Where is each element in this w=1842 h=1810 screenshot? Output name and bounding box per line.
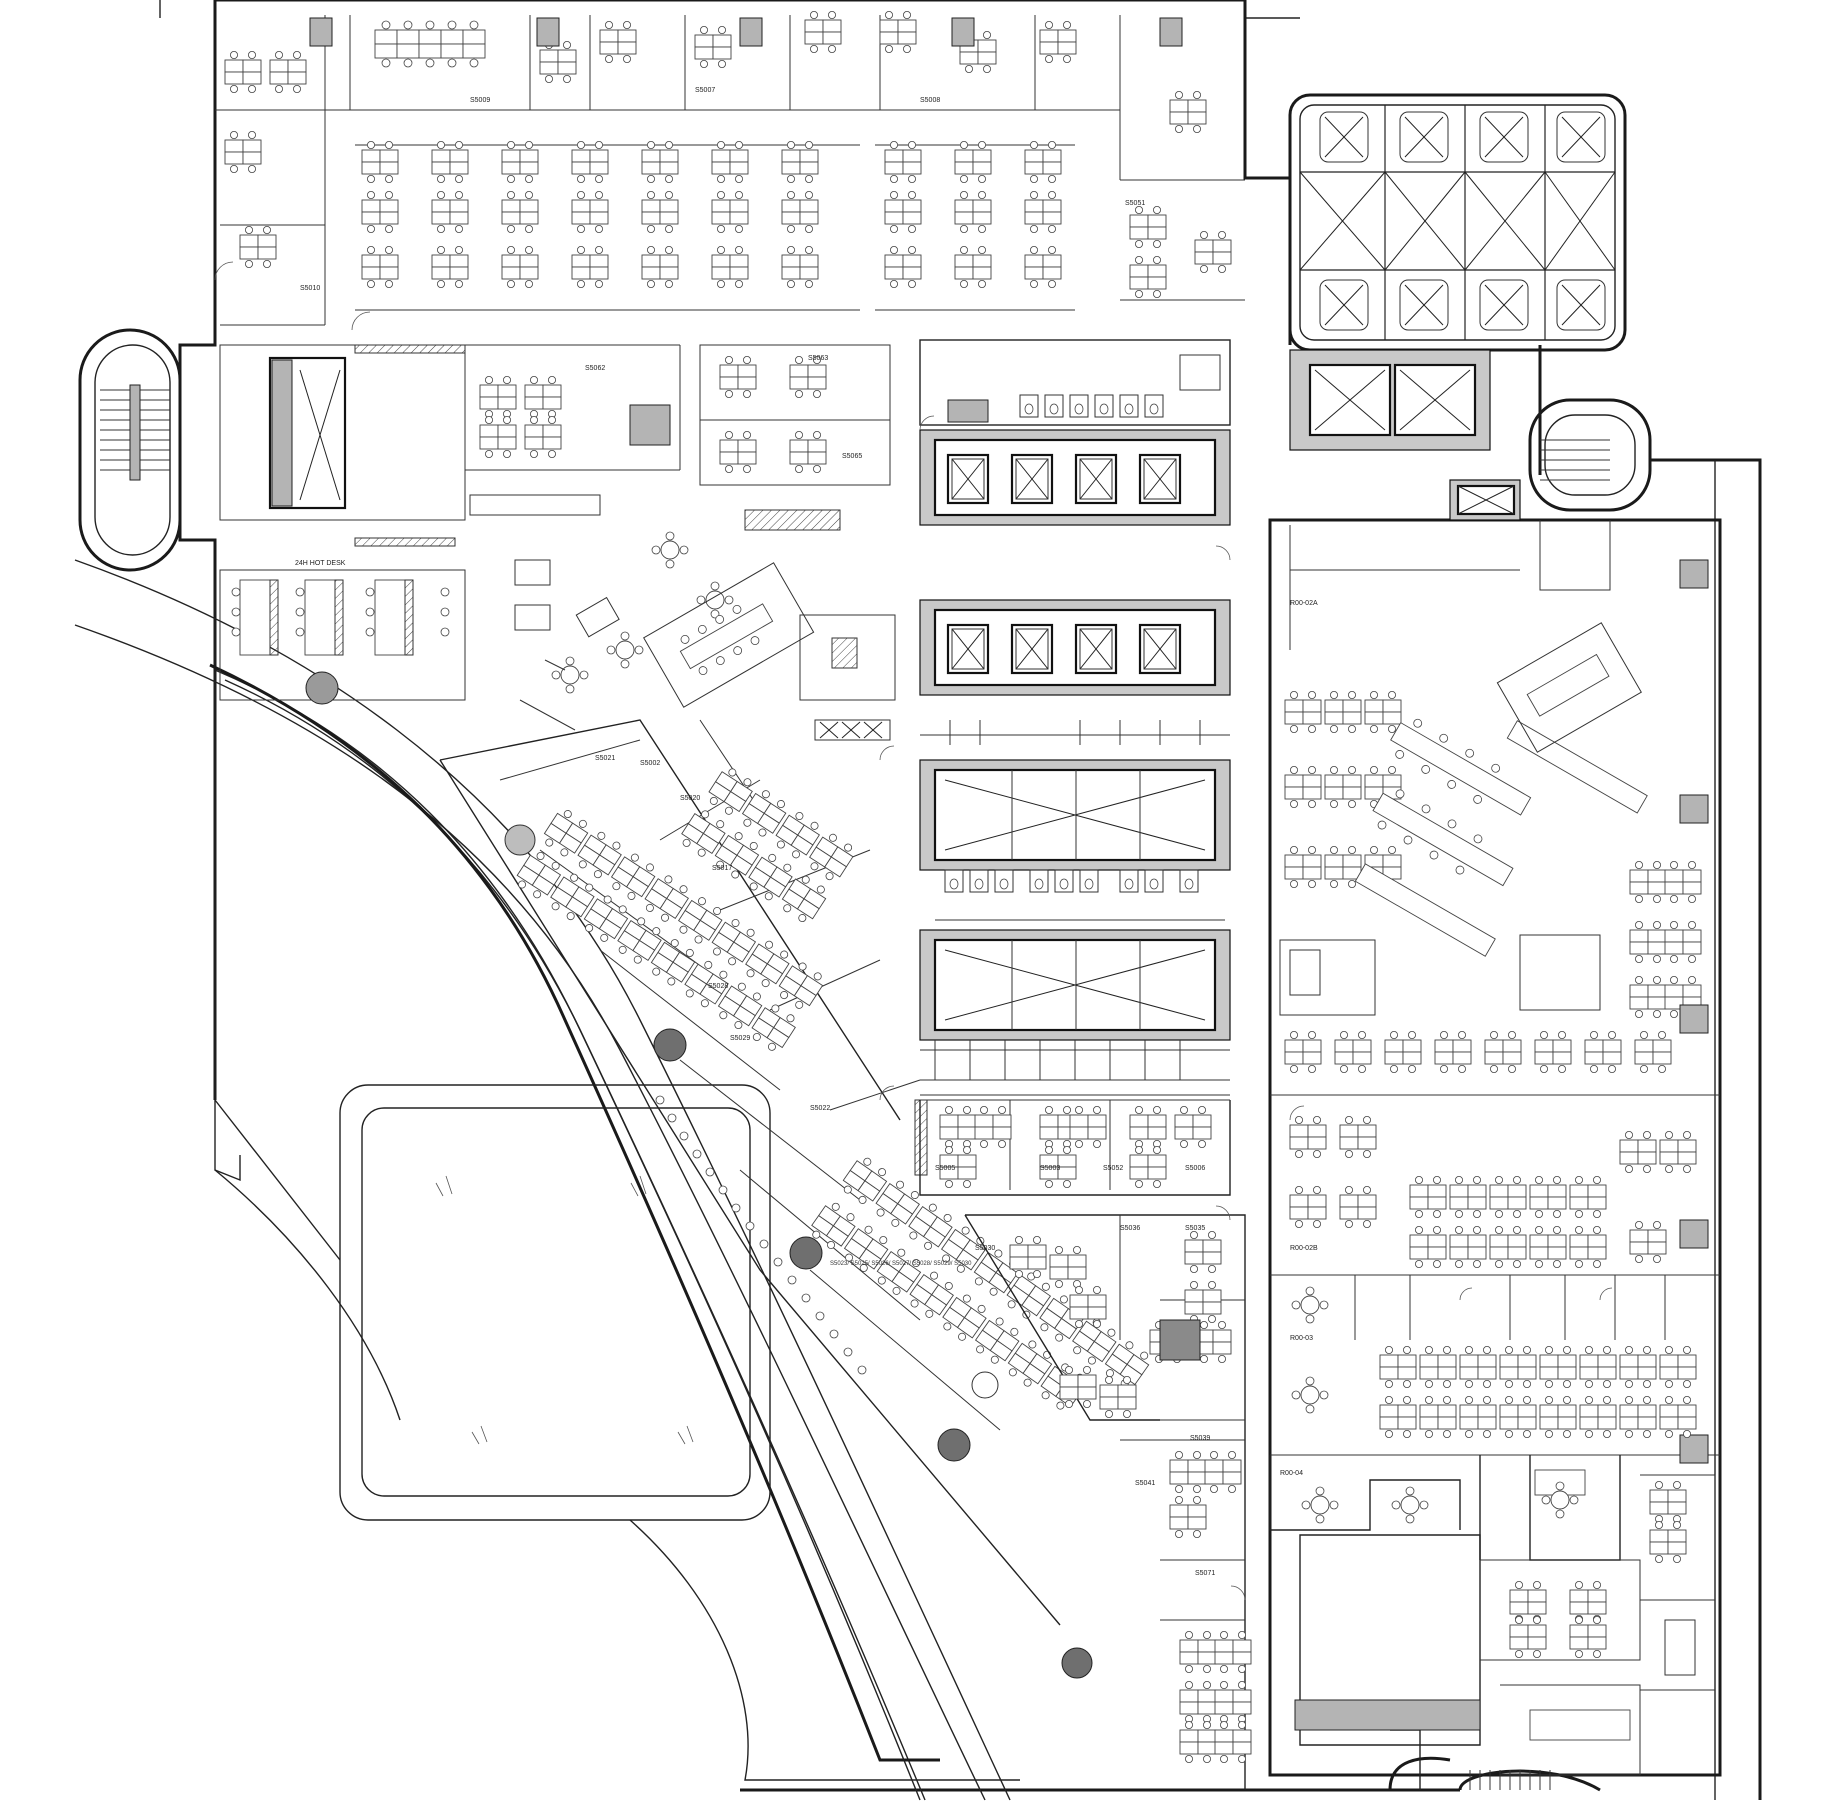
room-label-s5039: S5039 — [1190, 1435, 1210, 1442]
lift-core-north — [1289, 349, 1521, 521]
diagonal-wing: S5021 S5020 S5017 S5028 S5029 S5022 S502… — [439, 719, 1155, 1679]
room-label-s5017: S5017 — [712, 865, 732, 872]
room-label-s5052: S5052 — [1103, 1165, 1123, 1172]
room-label-s5051: S5051 — [1125, 200, 1145, 207]
landscape-area — [214, 1084, 1020, 1781]
outer-walls — [159, 0, 1762, 1800]
hot-desk-zone: 24H HOT DESK — [219, 531, 896, 741]
stair-left — [78, 328, 182, 572]
room-label-s5029: S5029 — [730, 1035, 750, 1042]
room-label-s5005: S5005 — [935, 1165, 955, 1172]
stair-right — [1528, 398, 1652, 512]
room-label-s5021: S5021 — [595, 755, 615, 762]
room-label-s5065: S5065 — [842, 453, 862, 460]
room-label-s5063: S5063 — [808, 355, 828, 362]
room-label-r0201a: R00-02A — [1290, 600, 1318, 607]
room-label-s5035: S5035 — [1185, 1225, 1205, 1232]
west-mid-zone: S5062 S5063 S5065 — [219, 344, 891, 547]
room-label-s5062: S5062 — [585, 365, 605, 372]
room-label-s5008: S5008 — [920, 97, 940, 104]
room-label-s5020: S5020 — [680, 795, 700, 802]
north-open-plan: S5007 S5008 S5009 S5010 S5051 — [215, 10, 1245, 326]
central-core — [914, 339, 1231, 1196]
room-label-r0201b: R00-02B — [1290, 1245, 1318, 1252]
room-label-hot-desk: 24H HOT DESK — [295, 560, 346, 567]
room-label-s5022: S5022 — [810, 1105, 830, 1112]
room-label-s5041: S5041 — [1135, 1480, 1155, 1487]
room-label-s5030: S5030 — [975, 1245, 995, 1252]
room-label-s5036: S5036 — [1120, 1225, 1140, 1232]
east-open-plan: R00-02A R00-02B R00-03 — [1270, 520, 1720, 1464]
room-label-r0204: R00-04 — [1280, 1470, 1303, 1477]
room-label-s5028: S5028 — [708, 983, 728, 990]
room-label-s5007: S5007 — [695, 87, 715, 94]
room-label-s5002: S5002 — [640, 760, 660, 767]
plant-block — [1288, 93, 1627, 352]
room-label-cluster: S5023/ S5025/ S5026/ S5027/ S5028/ S5029… — [830, 1261, 972, 1267]
doors — [214, 261, 1613, 1601]
room-label-s5071: S5071 — [1195, 1570, 1215, 1577]
room-label-s5003: S5003 — [1040, 1165, 1060, 1172]
south-east-rooms: R00-04 — [1269, 1455, 1716, 1776]
room-label-s5010: S5010 — [300, 285, 320, 292]
curved-facade — [74, 559, 1011, 1801]
central-south-rooms: S5005 S5003 S5052 S5006 S5036 S5030 S503… — [925, 1099, 1252, 1790]
room-label-s5006: S5006 — [1185, 1165, 1205, 1172]
room-label-s5009: S5009 — [470, 97, 490, 104]
workstation-grid-north — [355, 140, 1232, 311]
room-label-r0203: R00-03 — [1290, 1335, 1313, 1342]
toilets-north — [919, 339, 1231, 426]
